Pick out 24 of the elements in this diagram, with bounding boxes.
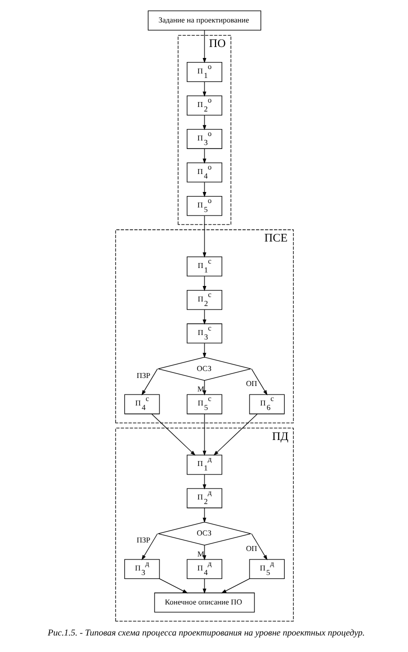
arrow <box>212 414 258 456</box>
arrow <box>202 342 206 358</box>
arrow <box>202 148 206 164</box>
arrow <box>202 578 206 594</box>
arrow <box>202 30 206 64</box>
arrow <box>202 414 206 456</box>
arrow <box>202 309 206 325</box>
arrow <box>202 216 206 258</box>
arrow <box>202 508 206 523</box>
arrow <box>202 276 206 292</box>
arrow <box>202 474 206 490</box>
arrow <box>202 544 206 560</box>
arrow <box>202 114 206 130</box>
arrow <box>220 578 250 594</box>
arrow <box>141 368 158 396</box>
arrow <box>150 414 196 456</box>
arrow <box>141 533 158 560</box>
arrow <box>158 578 188 594</box>
arrow <box>202 380 206 396</box>
arrow <box>250 368 267 396</box>
caption: Рис.1.5. - Типовая схема процесса проектирования на уровне проектных процедур. <box>47 627 364 638</box>
arrow <box>250 533 267 560</box>
arrow <box>202 182 206 198</box>
arrow <box>202 81 206 97</box>
